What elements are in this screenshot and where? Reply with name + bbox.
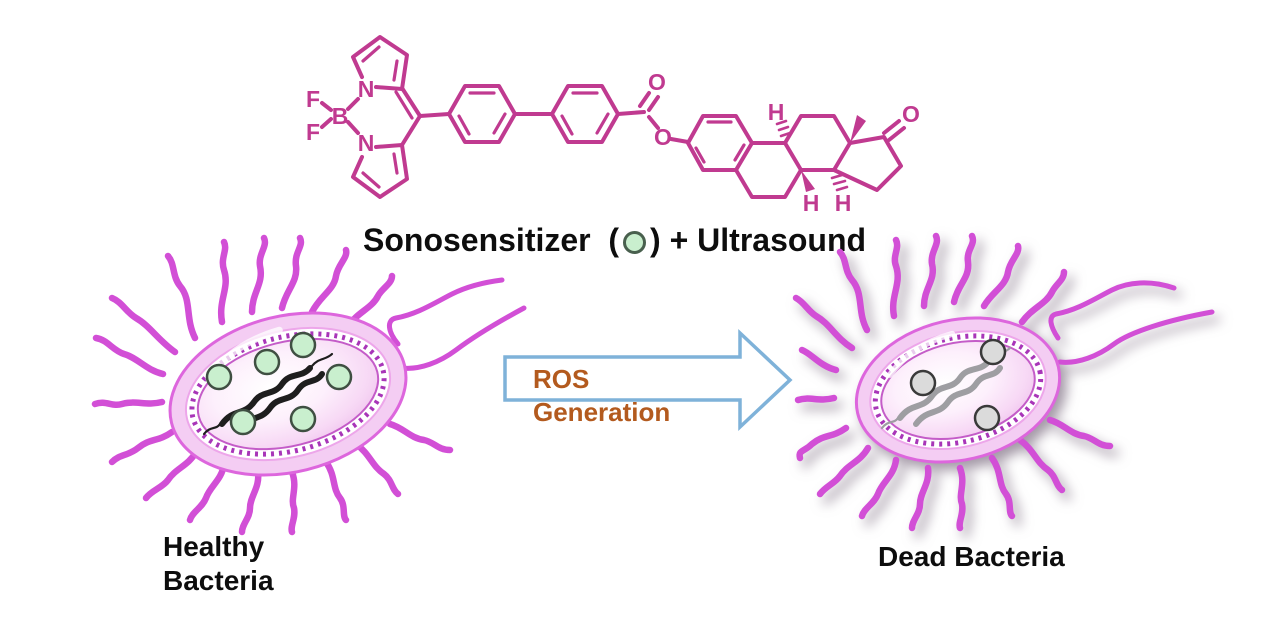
dead-bacteria-label: Dead Bacteria: [878, 541, 1065, 572]
methyl-wedge: [850, 115, 866, 143]
beaded-ring: [872, 333, 1044, 447]
atom-label-h-c14: H: [835, 190, 852, 216]
cell-body: [854, 316, 1062, 464]
atom-label-boron: B: [332, 103, 349, 129]
cell-body: [168, 311, 408, 477]
ester-group: [616, 91, 690, 144]
healthy-label-line2: Bacteria: [163, 565, 274, 596]
flagella: [792, 232, 1215, 532]
healthy-bacteria-label: Healthy Bacteria: [163, 530, 274, 598]
beaded-ring: [189, 331, 387, 457]
atom-label-n-bottom: N: [358, 130, 375, 156]
atom-label-o-ketone: O: [902, 101, 920, 127]
sonosensitizer-dots: [205, 331, 353, 436]
stereo-wedge-c8: [801, 170, 815, 192]
highlight: [886, 330, 956, 378]
atom-label-f-bottom: F: [306, 119, 320, 145]
atom-label-o-ester: O: [654, 124, 672, 150]
bodipy-group: [320, 35, 422, 199]
stereo-h-c9: [775, 119, 792, 138]
atom-label-h-c9: H: [768, 99, 785, 125]
atom-label-o-carbonyl: O: [648, 69, 666, 95]
stereo-h-c14: [830, 173, 849, 192]
estrone-group: [686, 114, 906, 199]
arrow-label-line1: ROS: [533, 364, 589, 394]
atom-label-f-top: F: [306, 86, 320, 112]
ros-generation-arrow: ROS Generation: [503, 328, 793, 432]
block-arrow-right-icon: [503, 328, 793, 432]
arrow-label-line2: Generation: [533, 397, 670, 427]
healthy-label-line1: Healthy: [163, 531, 265, 562]
spent-sensitizer-dots: [909, 338, 1007, 432]
biphenyl-group: [418, 84, 620, 144]
caption-prefix: Sonosensitizer (: [363, 222, 620, 258]
sonosensitizer-legend-dot-icon: [623, 231, 647, 254]
sonosensitizer-caption: Sonosensitizer ( ) + Ultrasound: [363, 222, 866, 259]
healthy-bacterium-illustration: [91, 234, 527, 536]
flagella: [91, 234, 527, 536]
sonosensitizer-molecule-structure: F F B N N O O O H H H: [306, 35, 920, 216]
dead-bacterium-illustration: [792, 232, 1215, 532]
atom-label-h-c8: H: [803, 190, 820, 216]
atom-label-n-top: N: [358, 76, 375, 102]
